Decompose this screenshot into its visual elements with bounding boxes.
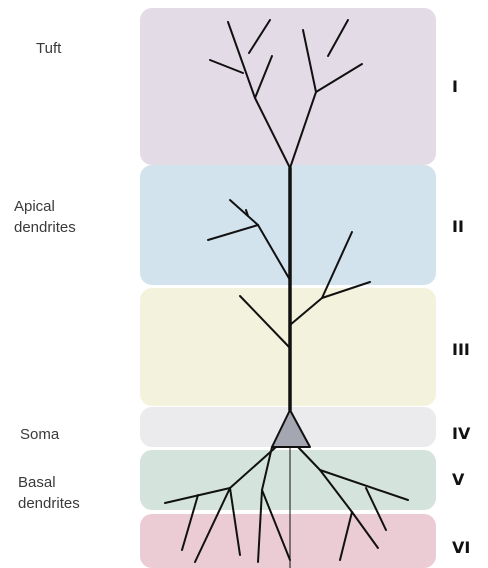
basal-dendrite — [298, 447, 320, 470]
apical-oblique-dendrite — [240, 296, 290, 348]
layer-label-1: I — [452, 77, 458, 96]
tuft-branch — [255, 56, 272, 98]
apical-label-line2: dendrites — [14, 217, 76, 238]
basal-label-line1: Basal — [18, 472, 80, 493]
basal-dendrite — [320, 470, 408, 500]
apical-oblique-dendrite — [230, 200, 258, 225]
tuft-branch — [249, 20, 270, 53]
soma-triangle — [272, 410, 310, 447]
tuft-label: Tuft — [36, 38, 61, 59]
apical-oblique-dendrite — [322, 232, 352, 298]
apical-oblique-dendrite — [290, 298, 322, 325]
tuft-branch — [255, 98, 290, 168]
layer-label-4: IV — [452, 424, 470, 443]
apical-label-line1: Apical — [14, 196, 76, 217]
layer-label-5: V — [452, 470, 464, 489]
apical-oblique-dendrite — [258, 225, 290, 280]
basal-dendrite — [366, 488, 386, 530]
layer-label-3: III — [452, 340, 470, 359]
basal-dendrite — [258, 490, 262, 562]
apical-dendrites-label: Apical dendrites — [14, 196, 76, 238]
basal-dendrite — [195, 488, 230, 562]
tuft-branch — [328, 20, 348, 56]
basal-label-line2: dendrites — [18, 493, 80, 514]
basal-dendrite — [352, 512, 378, 548]
tuft-branch — [210, 60, 243, 73]
tuft-branch — [290, 92, 316, 168]
basal-dendrites-label: Basal dendrites — [18, 472, 80, 514]
basal-dendrite — [262, 490, 290, 560]
basal-dendrite — [340, 512, 352, 560]
tuft-branch — [228, 22, 255, 98]
apical-oblique-dendrite — [208, 225, 258, 240]
basal-dendrite — [182, 495, 198, 550]
basal-dendrite — [262, 447, 272, 490]
tuft-branch — [316, 64, 362, 92]
layer-label-2: II — [452, 217, 464, 236]
basal-dendrite — [230, 488, 240, 555]
basal-dendrite — [230, 447, 276, 488]
layer-label-6: VI — [452, 538, 470, 557]
soma-label: Soma — [20, 424, 59, 445]
tuft-branch — [303, 30, 316, 92]
